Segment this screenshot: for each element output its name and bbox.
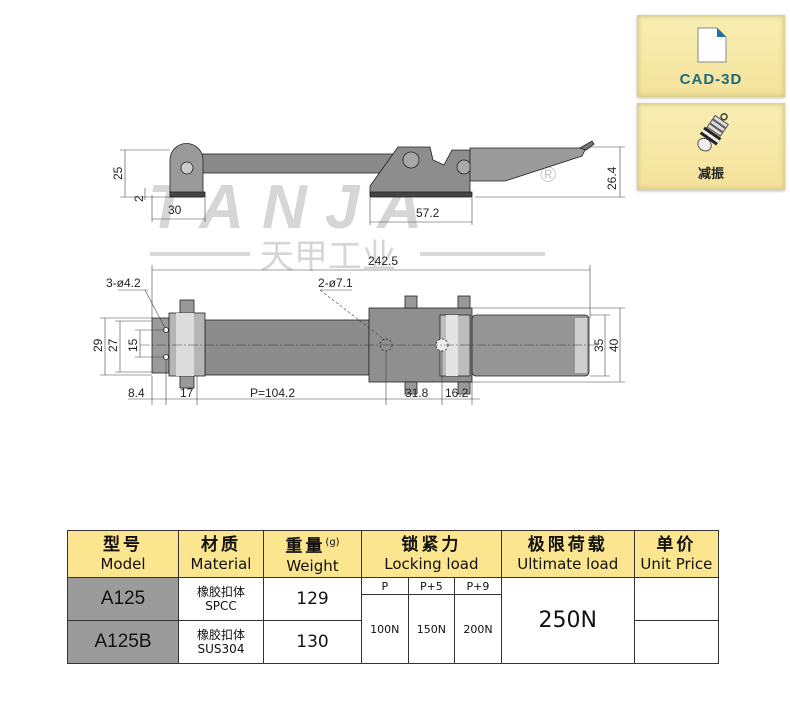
weight-unit: (g) bbox=[325, 537, 340, 549]
price-cell bbox=[633, 577, 720, 621]
model-cell: A125B bbox=[67, 620, 179, 664]
dim-35: 35 bbox=[592, 338, 606, 352]
side-view-dimensions bbox=[120, 146, 625, 225]
damping-button[interactable]: 减振 bbox=[637, 103, 785, 190]
dim-pitch: P=104.2 bbox=[250, 386, 295, 400]
dim-26-4: 26.4 bbox=[605, 166, 619, 190]
model-cell: A125 bbox=[67, 577, 179, 621]
weight-cell: 130 bbox=[263, 620, 362, 664]
header-cn: 重量(g) bbox=[264, 533, 361, 557]
header-cn: 材质 bbox=[201, 535, 241, 555]
damping-label: 减振 bbox=[697, 166, 724, 181]
dim-30: 30 bbox=[168, 203, 182, 217]
label-holes-7-1: 2-ø7.1 bbox=[318, 276, 353, 290]
dim-27: 27 bbox=[106, 338, 120, 352]
locking-sub-p9: P+9 bbox=[454, 577, 502, 595]
dim-16-2: 16.2 bbox=[445, 386, 469, 400]
header-en: Ultimate load bbox=[517, 555, 619, 573]
header-en: Material bbox=[190, 555, 252, 573]
header-cn: 极限荷载 bbox=[527, 535, 608, 555]
dim-15: 15 bbox=[126, 338, 140, 352]
material-en: SPCC bbox=[205, 599, 237, 613]
header-en: Model bbox=[100, 555, 146, 573]
dim-25: 25 bbox=[111, 166, 125, 180]
locking-sub-p: P bbox=[361, 577, 409, 595]
header-en: Weight bbox=[286, 556, 339, 575]
watermark-cn-brand: 天甲工业 bbox=[260, 238, 396, 276]
locking-value-p9: 200N bbox=[454, 594, 502, 664]
dim-2: 2 bbox=[132, 195, 146, 202]
label-holes-4-2: 3-ø4.2 bbox=[106, 276, 141, 290]
header-weight: 重量(g)Weight bbox=[263, 530, 362, 578]
document-icon bbox=[697, 27, 727, 63]
header-cn: 锁紧力 bbox=[401, 535, 462, 555]
locking-sub-p5: P+5 bbox=[407, 577, 456, 595]
locking-value-p5: 150N bbox=[407, 594, 456, 664]
header-en: Unit Price bbox=[640, 555, 713, 573]
header-en: Locking load bbox=[384, 555, 479, 573]
top-view bbox=[140, 295, 600, 395]
ultimate-load-cell: 250N bbox=[500, 577, 635, 664]
material-cn: 橡胶扣体 bbox=[196, 585, 245, 599]
dim-31-8: 31.8 bbox=[405, 386, 429, 400]
material-cn: 橡胶扣体 bbox=[196, 628, 245, 642]
dim-57-2: 57.2 bbox=[416, 206, 440, 220]
header-cn: 型号 bbox=[103, 535, 143, 555]
weight-cell: 129 bbox=[263, 577, 362, 621]
dim-17: 17 bbox=[180, 386, 194, 400]
price-cell bbox=[633, 620, 720, 664]
table-row-spacer: 100N 150N 200N bbox=[68, 594, 719, 664]
cad-3d-button[interactable]: CAD-3D bbox=[637, 15, 785, 97]
header-cn: 单价 bbox=[656, 535, 697, 555]
technical-drawing: TANJA 天甲工业 ® 25 2 30 57.2 26.4 bbox=[91, 140, 625, 405]
cad-3d-label: CAD-3D bbox=[679, 71, 743, 88]
header-cn-text: 重量 bbox=[285, 536, 326, 557]
dim-242-5: 242.5 bbox=[368, 254, 398, 268]
spring-icon bbox=[697, 113, 730, 152]
dim-8-4: 8.4 bbox=[128, 386, 145, 400]
top-view-dimensions bbox=[100, 265, 625, 405]
material-en: SUS304 bbox=[197, 642, 245, 656]
dim-29: 29 bbox=[91, 338, 105, 352]
locking-value-p: 100N bbox=[361, 594, 409, 664]
dim-40: 40 bbox=[607, 338, 621, 352]
side-view bbox=[169, 140, 595, 198]
